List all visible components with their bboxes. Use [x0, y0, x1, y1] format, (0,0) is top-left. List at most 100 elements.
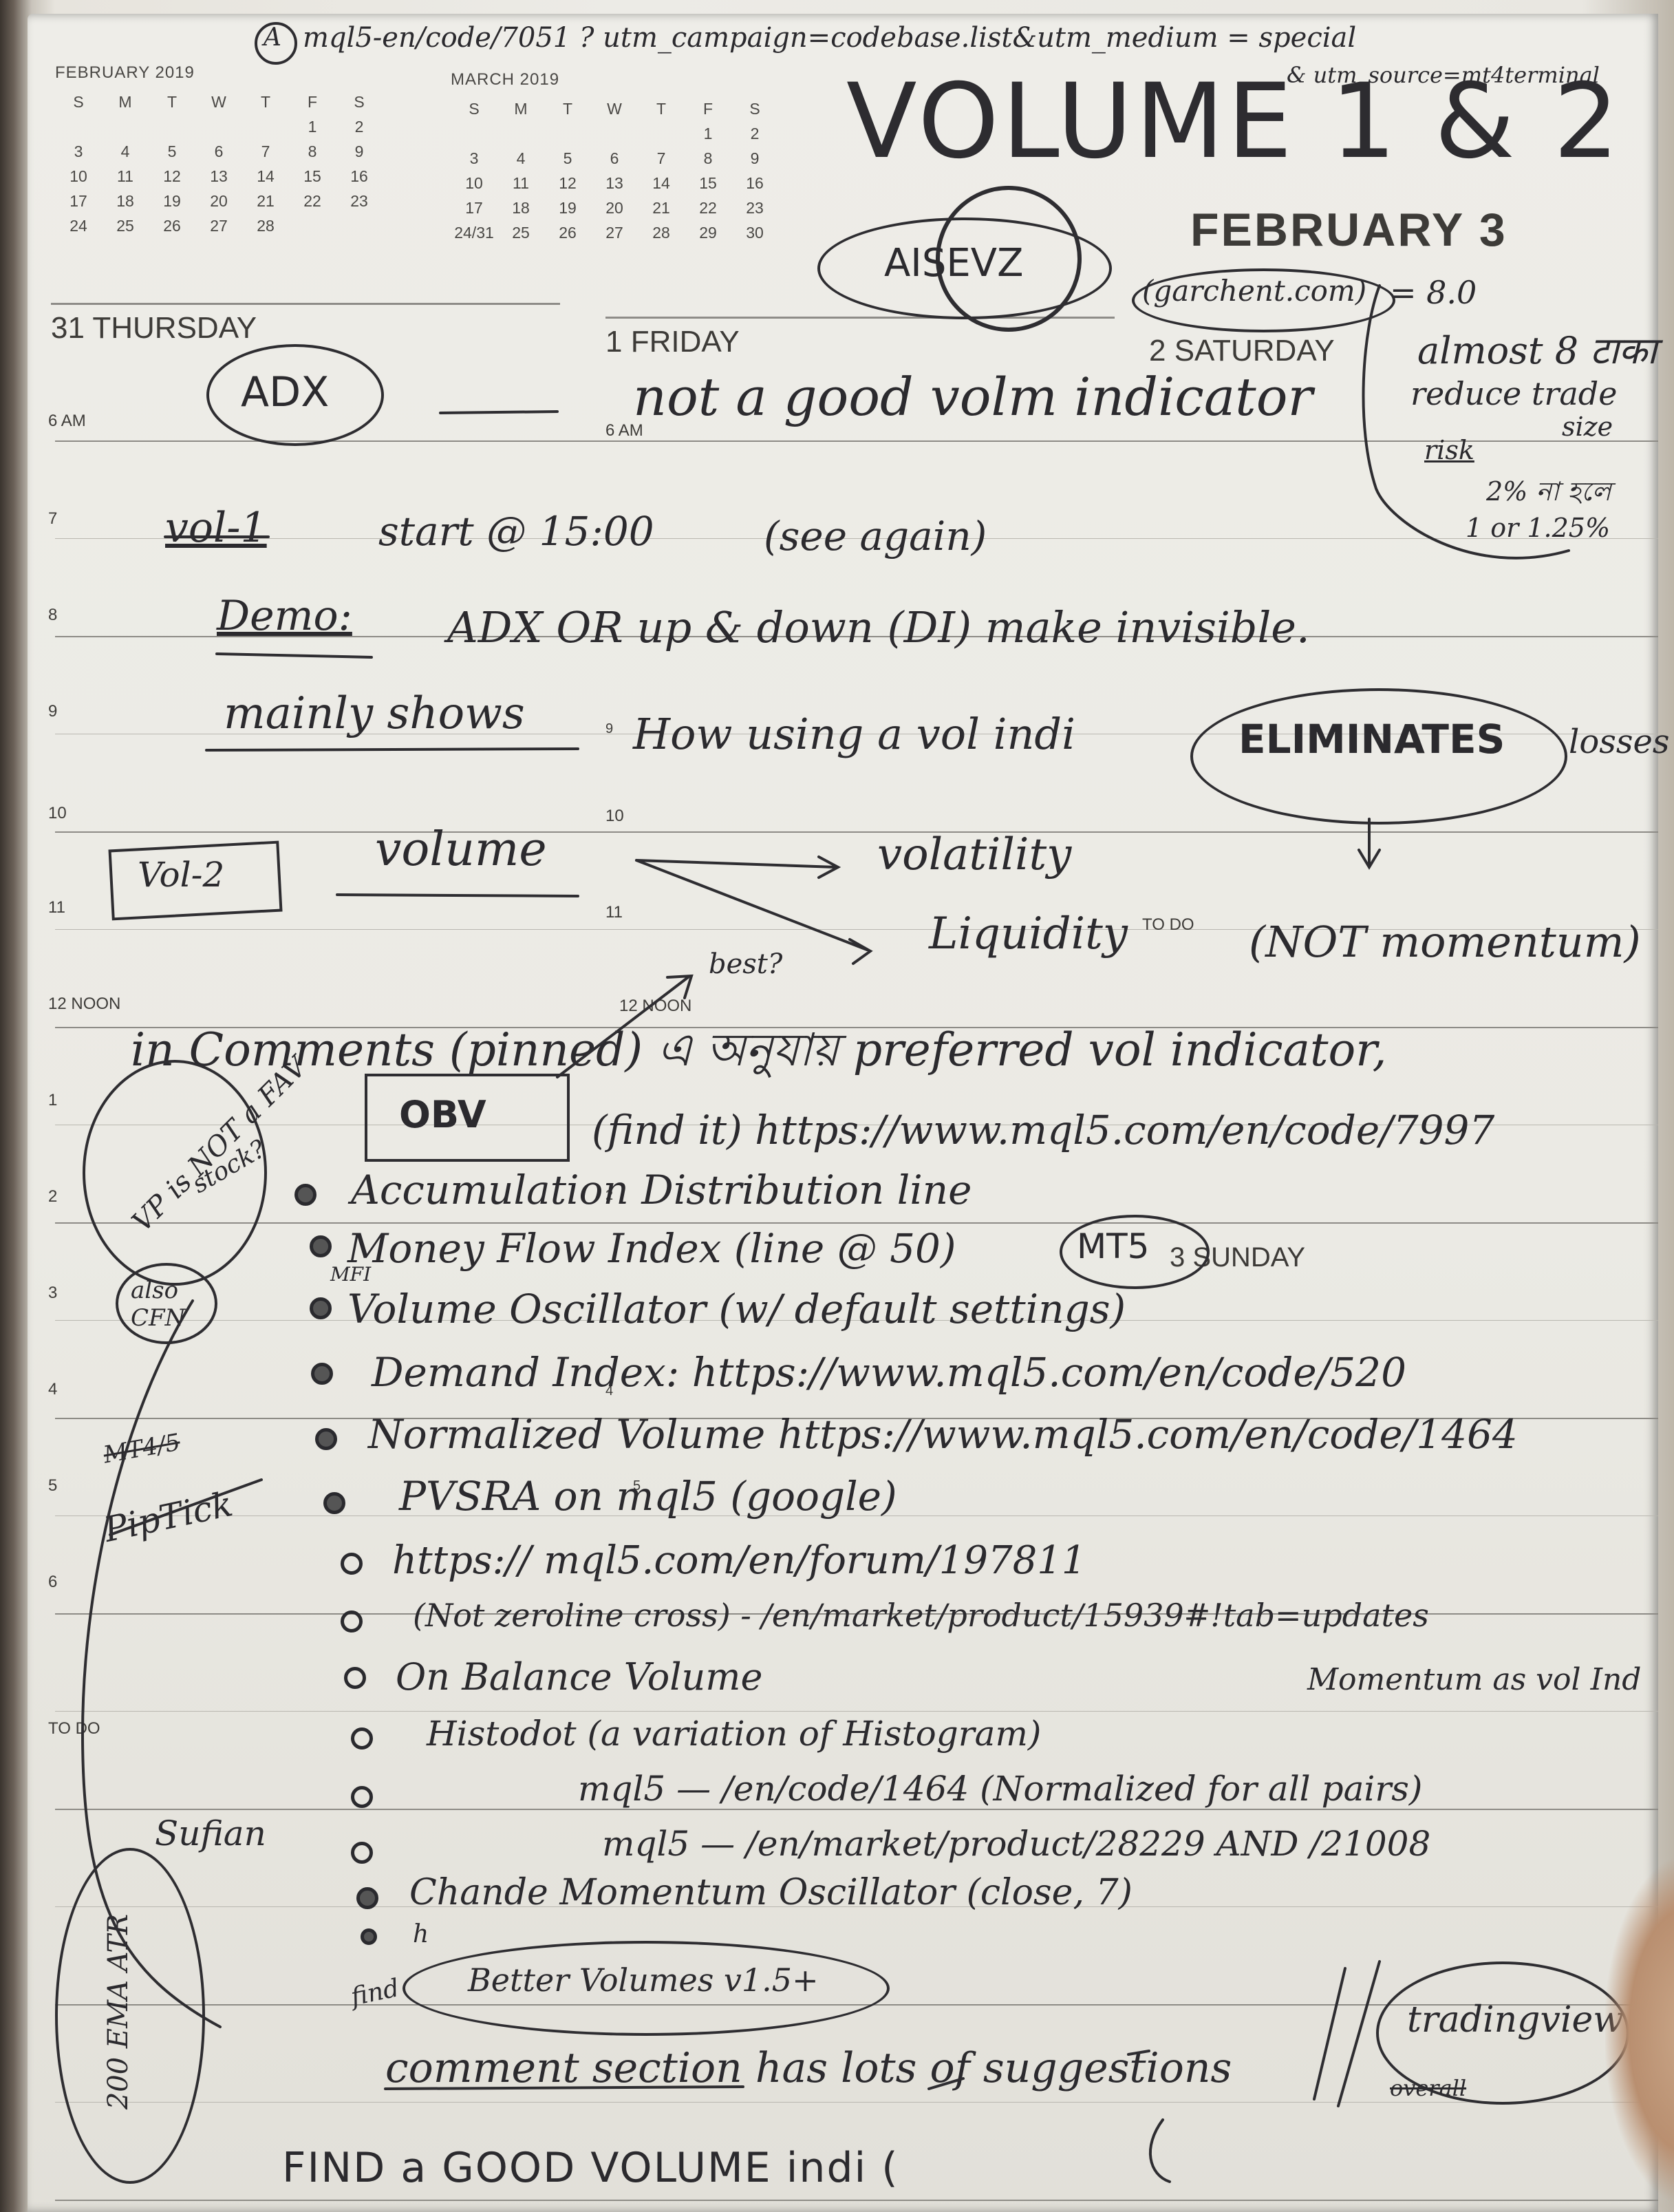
eliminates-arrow [1358, 818, 1381, 870]
ema-atr-oval [55, 1848, 205, 2184]
list-item: Demand Index: https://www.mql5.com/en/co… [372, 1349, 1406, 1396]
site-oval [1132, 268, 1395, 332]
calendar-day: 16 [746, 173, 764, 192]
how-using-text: How using a vol indi [633, 709, 1075, 759]
calendar-day: 19 [163, 191, 181, 210]
tradingview-note: tradingview [1407, 1999, 1624, 2041]
calendar-day: 21 [652, 198, 670, 217]
day-heading-saturday: 2 SATURDAY [1149, 334, 1335, 368]
demo-text: ADX OR up & down (DI) make invisible. [447, 602, 1310, 652]
calendar-day: 18 [512, 198, 530, 217]
calendar-day: 6 [214, 142, 224, 160]
obv-note: (find it) https://www.mql5.com/en/code/7… [592, 1107, 1495, 1153]
hour-label: 5 [48, 1476, 58, 1495]
calendar-day: 20 [605, 198, 623, 217]
list-bullet [310, 1297, 332, 1319]
comments-line: in Comments (pinned) এ অনুযায় preferred… [131, 1023, 1387, 1076]
ruled-line [55, 538, 1658, 539]
calendar-day: 6 [610, 149, 619, 167]
mfi-note: MFI [330, 1263, 372, 1286]
momentum-note: Momentum as vol Ind [1307, 1662, 1642, 1697]
calendar-day: 22 [699, 198, 717, 217]
list-item: https:// mql5.com/en/forum/197811 [392, 1538, 1086, 1583]
liquidity-label: Liquidity [929, 908, 1128, 959]
mainly-shows-underline [205, 747, 579, 752]
better-volumes-oval [403, 1941, 890, 2036]
url-note-top-continued: & utm_source=mt4terminal [1287, 62, 1600, 88]
list-bullet [344, 1667, 366, 1689]
calendar-weekday: T [167, 92, 178, 111]
ruled-line [55, 1320, 1658, 1321]
calendar-day: 25 [116, 216, 134, 235]
list-bullet [351, 1727, 373, 1750]
calendar-day: 4 [120, 142, 130, 160]
calendar-day: 7 [656, 149, 666, 167]
suggestion-strokes [927, 2050, 1150, 2090]
calendar-weekday: T [562, 99, 573, 118]
calendar-weekday: M [514, 99, 528, 118]
tradingview-strokes [1313, 1960, 1381, 2107]
column-separator-thursday [51, 303, 560, 305]
calendar-day: 14 [257, 167, 275, 185]
calendar-day: 1 [308, 117, 317, 136]
demo-underline [215, 652, 373, 659]
pen-strokes [81, 284, 1570, 2183]
demo-label: Demo: [217, 592, 352, 640]
hour-label: 10 [605, 807, 624, 825]
month-header: FEBRUARY 3 [1190, 204, 1507, 256]
obv-box [365, 1074, 570, 1162]
calendar-day: 7 [261, 142, 270, 160]
calendar-day: 27 [210, 216, 228, 235]
todo-label: TO DO [1142, 915, 1194, 934]
hour-label: 9 [605, 721, 614, 736]
hour-label: 11 [48, 898, 65, 917]
calendar-day: 5 [167, 142, 177, 160]
list-bullet [341, 1610, 363, 1633]
calendar-day: 23 [350, 191, 368, 210]
hour-label: 1 [48, 1091, 58, 1109]
calendar-weekday: F [702, 99, 713, 118]
day-heading-thursday: 31 THURSDAY [51, 311, 257, 345]
adx-dash-stroke [439, 410, 559, 414]
calendar-day: 24/31 [454, 223, 494, 242]
calendar-day: 3 [469, 149, 479, 167]
ruled-line [55, 1711, 1658, 1712]
liquidity-arrow [635, 859, 873, 965]
volatility-arrow [635, 855, 841, 879]
calendar-day: 17 [465, 198, 483, 217]
volume-label: volume [375, 822, 547, 877]
calendar-day: 10 [69, 167, 87, 185]
calendar-weekday: T [260, 92, 271, 111]
hour-label: 12 NOON [619, 997, 692, 1015]
calendar-day: 28 [257, 216, 275, 235]
see-again-note: (see again) [764, 513, 987, 560]
calendar-day: 18 [116, 191, 134, 210]
calendar-day: 1 [703, 124, 713, 142]
list-item: On Balance Volume [396, 1655, 763, 1699]
list-item: (Not zeroline cross) - /en/market/produc… [413, 1597, 1429, 1634]
list-item: h [413, 1920, 429, 1948]
calendar-weekday: S [354, 92, 365, 111]
calendar-weekday: S [749, 99, 760, 118]
calendar-weekday: T [656, 99, 667, 118]
calendar-day: 9 [750, 149, 760, 167]
calendar-day: 22 [303, 191, 321, 210]
mt5-oval [1060, 1215, 1210, 1289]
calendar-day: 12 [559, 173, 577, 192]
hour-label: 11 [605, 903, 623, 922]
side-note: 2% না হলে [1486, 476, 1611, 507]
vol2-label: Vol-2 [138, 855, 225, 895]
calendar-day: 26 [163, 216, 181, 235]
list-bullet [323, 1492, 345, 1514]
